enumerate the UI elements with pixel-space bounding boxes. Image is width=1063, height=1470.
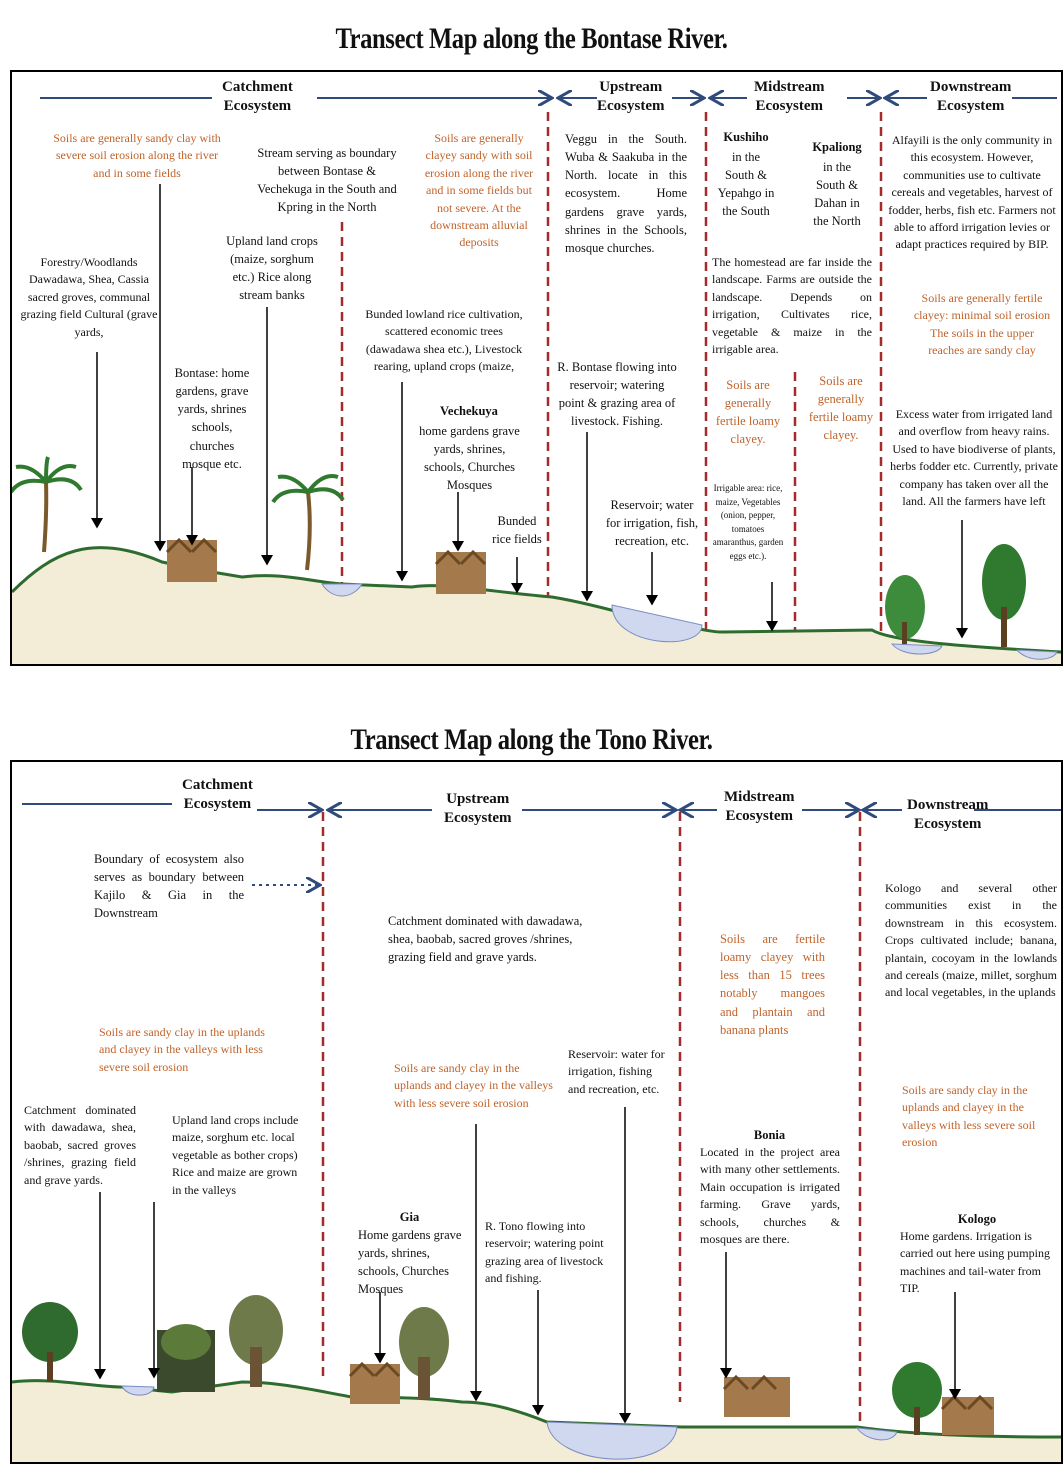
map1-soils-mid-a: Soils are generally fertile loamy clayey… (715, 378, 781, 447)
map2-ground (12, 1380, 1061, 1462)
map1-upland-crops: Upland land crops (maize, sorghum etc.) … (226, 234, 318, 303)
map2-stream-water (121, 1385, 155, 1396)
map2-title: Transect Map along the Tono River. (350, 723, 713, 756)
map2-kologo-name: Kologo (957, 1212, 997, 1226)
map2-village-gia (348, 1361, 401, 1404)
map2-village-bonia (722, 1374, 790, 1417)
map1-stream-water (321, 583, 363, 597)
map2-panel: Catchment Ecosystem Upstream Ecosystem M… (10, 760, 1063, 1464)
map2-zone-midstream: Midstream Ecosystem (724, 789, 795, 824)
map1-zone-midstream: Midstream Ecosystem (754, 79, 825, 114)
map2-soils-midstream: Soils are fertile loamy clayey with less… (720, 932, 825, 1037)
map1-kushiho-name: Kushiho (723, 130, 769, 144)
map2-kologo: Home gardens. Irrigation is carried out … (900, 1229, 1050, 1296)
map1-down-water-b (1015, 649, 1058, 660)
map1-bunded-lowland: Bunded lowland rice cultivation, scatter… (365, 307, 523, 374)
map1-kpaliong-name: Kpaliong (812, 140, 862, 154)
map1-kushiho: in the South & Yepahgo in the South (717, 150, 775, 219)
map2-gia-name: Gia (399, 1210, 420, 1224)
map1-village-bontase (165, 537, 218, 582)
map1-title: Transect Map along the Bontase River. (335, 22, 728, 55)
map1-zone-dividers (340, 112, 883, 642)
map1-palm-tree-2 (271, 474, 345, 571)
map1-tree-down-2 (982, 544, 1026, 647)
map2-baobab-3 (399, 1307, 449, 1399)
map2-soils-upstream: Soils are sandy clay in the uplands and … (394, 1061, 553, 1110)
map1-reservoir (611, 604, 703, 643)
map1-alfayili: Alfayili is the only community in this e… (888, 133, 1056, 252)
map1-palm-tree-1 (12, 456, 83, 553)
map1-panel: Catchment Ecosystem Upstream Ecosystem M… (10, 70, 1063, 666)
map1-soils-mid-b: Soils are generally fertile loamy clayey… (808, 374, 874, 443)
map1-homestead: The homestead are far inside the landsca… (712, 255, 872, 356)
map1-kpaliong: in the South & Dahan in the North (813, 160, 861, 229)
map2-zone-catchment: Catchment Ecosystem (182, 777, 253, 812)
map2-reservoir-label: Reservoir: water for irrigation, fishing… (568, 1047, 665, 1096)
map1-stream-boundary: Stream serving as boundary between Bonta… (257, 146, 397, 215)
map1-soils-down: Soils are generally fertile clayey: mini… (913, 291, 1051, 358)
map2-baobab-2 (229, 1295, 283, 1387)
map2-zone-arrows (22, 804, 1061, 810)
map2-soils-downstream: Soils are sandy clay in the uplands and … (902, 1083, 1036, 1150)
map2-graphics (12, 762, 1061, 1462)
map2-reservoir (546, 1421, 678, 1460)
map2-village-kologo (940, 1394, 994, 1435)
map1-zone-upstream: Upstream Ecosystem (597, 79, 665, 114)
map1-bontase-village: Bontase: home gardens, grave yards, shri… (174, 366, 250, 471)
map1-forestry: Forestry/Woodlands Dawadawa, Shea, Cassi… (20, 255, 158, 339)
map2-catchment-dominated: Catchment dominated with dawadawa, shea,… (24, 1103, 136, 1187)
map2-upstream-dominated: Catchment dominated with dawadawa, shea,… (388, 914, 583, 965)
map1-irrigable: Irrigable area: rice, maize, Vegetables … (712, 483, 784, 561)
map1-r-bontase: R. Bontase flowing into reservoir; water… (557, 360, 677, 429)
map2-down-water (855, 1427, 898, 1441)
map2-zone-downstream: Downstream Ecosystem (907, 797, 989, 832)
map1-soils-catchment-b: Soils are generally clayey sandy with so… (424, 131, 534, 250)
map2-gia: Home gardens grave yards, shrines, schoo… (358, 1228, 462, 1297)
map1-pointers (91, 184, 968, 639)
map2-bonia-name: Bonia (753, 1128, 786, 1142)
map2-r-tono: R. Tono flowing into reservoir; watering… (485, 1219, 604, 1286)
map2-boundary-note: Boundary of ecosystem also serves as bou… (94, 852, 244, 921)
map1-down-water-a (890, 643, 943, 655)
map2-soils-catchment: Soils are sandy clay in the uplands and … (99, 1025, 265, 1074)
map1-reservoir-label: Reservoir; water for irrigation, fish, r… (605, 498, 699, 549)
map1-vechekuya-desc: home gardens grave yards, shrines, schoo… (419, 424, 520, 493)
map2-baobab-1 (157, 1324, 215, 1392)
map1-excess-water: Excess water from irrigated land and ove… (890, 407, 1058, 508)
map1-zone-downstream: Downstream Ecosystem (930, 79, 1012, 114)
map2-zone-upstream: Upstream Ecosystem (444, 791, 512, 826)
map1-soils-catchment-a: Soils are generally sandy clay with seve… (53, 131, 221, 180)
map1-graphics (12, 72, 1061, 664)
map2-pointers (94, 1107, 961, 1424)
map1-veggu: Veggu in the South. Wuba & Saakuba in th… (565, 132, 687, 255)
map1-vechekuya-name: Vechekuya (440, 404, 498, 418)
map1-bunded-rice: Bunded rice fields (492, 514, 542, 547)
map1-zone-catchment: Catchment Ecosystem (222, 79, 293, 114)
map2-bonia: Located in the project area with many ot… (700, 1145, 840, 1246)
map2-kologo-intro: Kologo and several other communities exi… (885, 881, 1057, 1000)
map1-tree-down-1 (885, 575, 925, 644)
map2-tree-down (892, 1362, 942, 1435)
map2-zone-dividers (321, 812, 862, 1422)
map1-village-vechekuya (434, 549, 487, 594)
map2-upland-crops: Upland land crops include maize, sorghum… (172, 1113, 299, 1197)
map2-tree-1 (22, 1302, 78, 1382)
